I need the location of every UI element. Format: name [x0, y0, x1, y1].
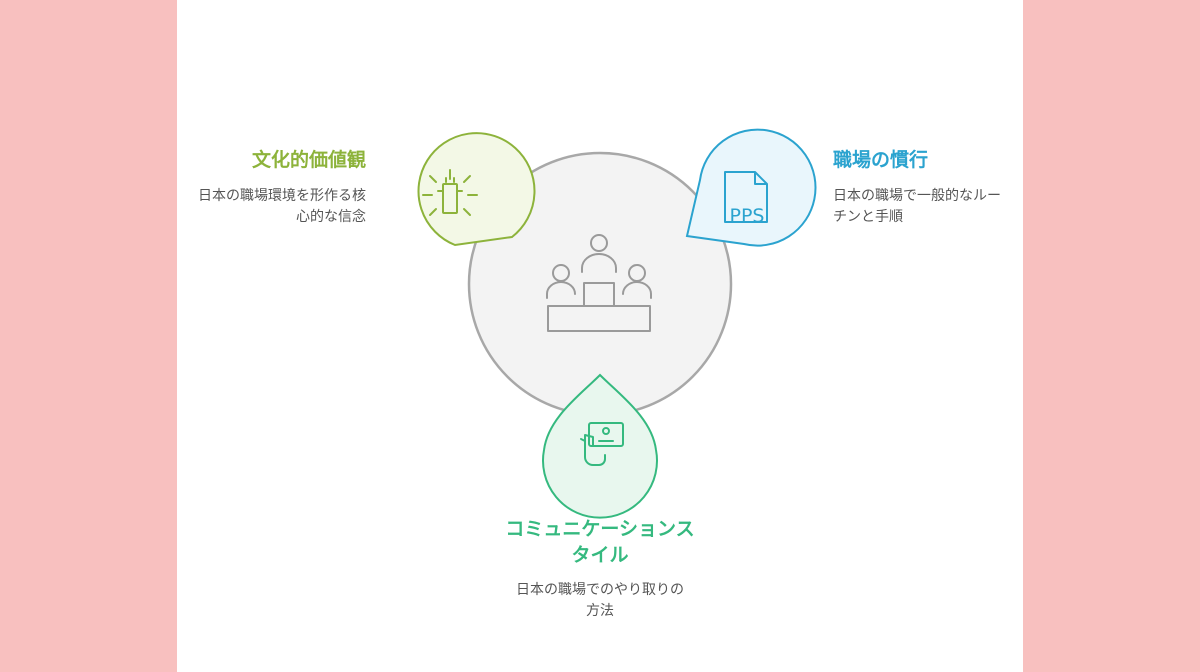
cross-sparkle-icon — [422, 169, 478, 216]
center-node — [467, 151, 733, 417]
values-description: 日本の職場環境を形作る核心的な信念 — [198, 188, 366, 225]
hand-holding-card-icon — [580, 422, 624, 466]
communication-description: 日本の職場でのやり取りの方法 — [516, 582, 684, 619]
podium-people-icon — [546, 234, 652, 332]
communication-title: コミュニケーションスタイル — [505, 518, 695, 566]
practices-node: PPS — [685, 128, 817, 247]
svg-text:PPS: PPS — [730, 205, 765, 227]
communication-node — [542, 373, 658, 519]
pps-document-icon: PPS — [724, 171, 768, 227]
practices-description: 日本の職場で一般的なルーチンと手順 — [833, 188, 1001, 225]
values-node — [417, 132, 536, 247]
practices-title: 職場の慣行 — [833, 149, 929, 171]
values-title: 文化的価値観 — [251, 149, 366, 171]
